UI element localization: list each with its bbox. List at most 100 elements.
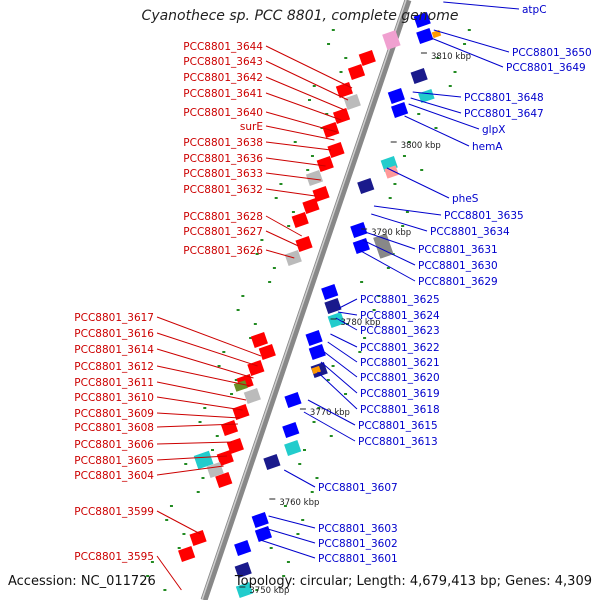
kbp-label: 3750 kbp — [249, 586, 289, 596]
right-gene-label: PCC8801_3630 — [418, 260, 498, 272]
left-connector — [156, 423, 238, 428]
right-connector — [324, 351, 358, 378]
forward-gene — [243, 388, 261, 404]
right-connector — [386, 167, 450, 199]
right-connector — [358, 249, 416, 282]
right-connector — [320, 361, 358, 394]
left-connector — [156, 365, 251, 387]
orange-gene — [311, 365, 321, 375]
left-connector — [156, 332, 258, 367]
right-gene-label: PCC8801_3649 — [506, 62, 586, 74]
right-gene-label: PCC8801_3613 — [358, 436, 438, 448]
right-connector — [335, 317, 358, 331]
right-connector — [430, 37, 504, 68]
right-gene-label: PCC8801_3621 — [360, 357, 440, 369]
reverse-gene — [305, 330, 323, 346]
left-gene-label: PCC8801_3604 — [74, 470, 154, 482]
cyan-gene — [193, 450, 214, 470]
right-gene-label: atpC — [522, 4, 547, 16]
right-connector — [404, 115, 470, 147]
left-connector — [265, 92, 342, 121]
genome-backbone — [200, 0, 412, 600]
right-connector — [362, 239, 416, 266]
reverse-gene — [284, 440, 302, 456]
right-connector — [283, 469, 316, 488]
right-gene-label: hemA — [472, 141, 503, 153]
right-connector — [264, 527, 316, 544]
genome-backbone-highlight — [201, 0, 407, 600]
forward-gene — [220, 420, 239, 436]
left-connector — [156, 412, 240, 419]
right-connector — [412, 91, 462, 98]
right-gene-label: PCC8801_3648 — [464, 92, 544, 104]
right-gene-label: PCC8801_3603 — [318, 523, 398, 535]
kbp-label: 3790 kbp — [371, 228, 411, 238]
forward-gene — [215, 472, 233, 488]
forward-gene — [358, 50, 376, 66]
left-connector — [265, 76, 345, 111]
right-gene-label: PCC8801_3607 — [318, 482, 398, 494]
left-gene-label: PCC8801_3617 — [74, 312, 154, 324]
left-gene-label: PCC8801_3642 — [183, 72, 263, 84]
left-gene-label: PCC8801_3640 — [183, 107, 263, 119]
left-gene-label: PCC8801_3608 — [74, 422, 154, 434]
left-connector — [156, 381, 247, 401]
reverse-gene — [327, 312, 345, 328]
reverse-gene — [387, 88, 405, 104]
left-connector — [156, 455, 227, 461]
left-gene-label: PCC8801_3644 — [183, 41, 263, 53]
left-connector — [265, 60, 349, 101]
right-gene-label: PCC8801_3622 — [360, 342, 440, 354]
reverse-gene — [282, 422, 300, 438]
right-connector — [408, 103, 480, 130]
right-connector — [371, 213, 428, 232]
reverse-gene — [263, 454, 281, 470]
left-connector — [265, 141, 332, 151]
left-gene-label: PCC8801_3611 — [74, 377, 154, 389]
right-gene-label: PCC8801_3625 — [360, 294, 440, 306]
right-gene-label: PCC8801_3601 — [318, 553, 398, 565]
right-connector — [330, 333, 358, 348]
left-gene-label: PCC8801_3627 — [183, 226, 263, 238]
right-connector — [433, 29, 510, 53]
left-gene-label: PCC8801_3612 — [74, 361, 154, 373]
reverse-gene — [234, 540, 252, 556]
kbp-label: 3800 kbp — [401, 141, 441, 151]
left-gene-label: PCC8801_3599 — [74, 506, 154, 518]
right-gene-label: PCC8801_3629 — [418, 276, 498, 288]
left-gene-label: PCC8801_3614 — [74, 344, 154, 356]
forward-gene — [295, 236, 313, 252]
forward-gene — [216, 450, 234, 466]
topology-label: Topology: circular; Length: 4,679,413 bp… — [234, 574, 592, 589]
kbp-label: 3770 kbp — [310, 408, 350, 418]
left-gene-label: PCC8801_3636 — [183, 153, 263, 165]
left-connector — [156, 555, 182, 591]
kbp-label: 3780 kbp — [341, 318, 381, 328]
right-gene-label: PCC8801_3619 — [360, 388, 440, 400]
left-gene-label: PCC8801_3643 — [183, 56, 263, 68]
left-connector — [265, 249, 295, 259]
right-gene-label: PCC8801_3635 — [444, 210, 524, 222]
right-gene-label: PCC8801_3620 — [360, 372, 440, 384]
kbp-label: 3760 kbp — [279, 498, 319, 508]
left-connector — [156, 316, 262, 357]
forward-gene — [332, 108, 351, 124]
right-gene-label: PCC8801_3631 — [418, 244, 498, 256]
left-gene-label: PCC8801_3616 — [74, 328, 154, 340]
left-gene-label: PCC8801_3628 — [183, 211, 263, 223]
left-connector — [265, 188, 316, 197]
right-gene-label: PCC8801_3615 — [358, 420, 438, 432]
right-connector — [260, 539, 316, 559]
right-connector — [373, 205, 442, 216]
forward-gene — [178, 546, 196, 562]
reverse-gene — [357, 178, 375, 194]
right-connector — [317, 371, 358, 410]
forward-gene — [189, 530, 207, 546]
left-connector — [265, 111, 338, 133]
right-gene-label: glpX — [482, 124, 505, 136]
left-connector — [156, 510, 201, 535]
olive-gene — [233, 380, 248, 392]
forward-gene — [232, 404, 250, 420]
right-gene-label: PCC8801_3623 — [360, 325, 440, 337]
